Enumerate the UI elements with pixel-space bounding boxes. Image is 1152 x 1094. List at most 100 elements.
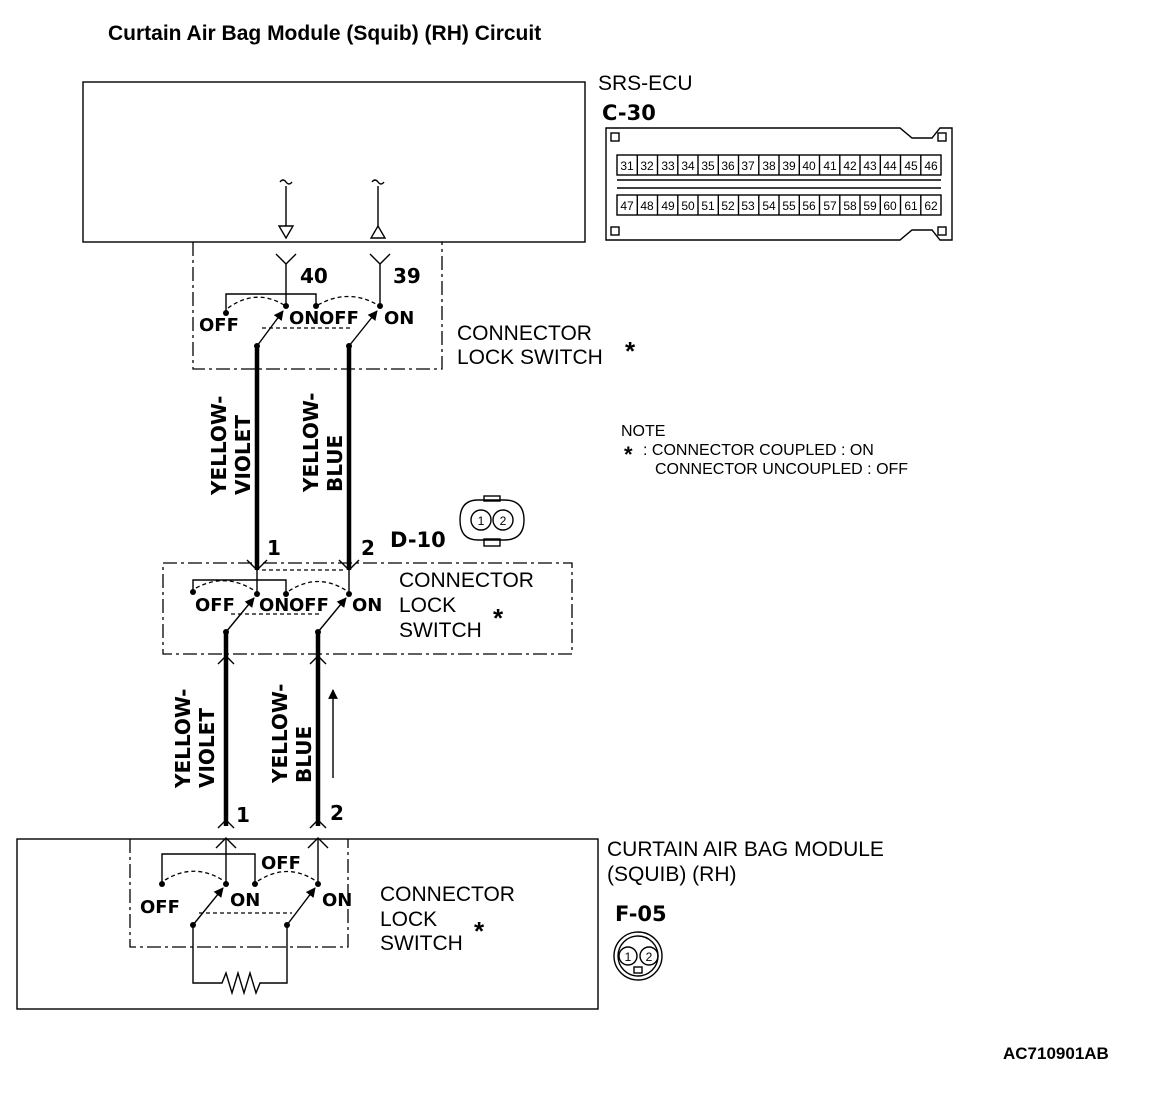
ecu-switch-on-left: ON <box>289 308 319 329</box>
d10-lock-switch-asterisk: * <box>493 603 504 633</box>
c30-connector-face: 31 32 33 34 35 36 37 38 39 40 41 42 43 4… <box>605 127 953 241</box>
srs-ecu-box <box>82 81 586 243</box>
ecu-internal-terminals <box>277 179 387 240</box>
d10-switch-on-right: ON <box>352 595 382 616</box>
module-name-line2: (SQUIB) (RH) <box>607 863 737 886</box>
ecu-lock-switch: 40 39 OFF ON OFF ON <box>192 242 443 370</box>
c30-pin: 42 <box>843 159 857 173</box>
figure-code: AC710901AB <box>1003 1044 1109 1063</box>
c30-pin: 36 <box>721 159 735 173</box>
svg-text:BLUE: BLUE <box>323 435 347 492</box>
f05-terminal-2: 2 <box>330 801 344 825</box>
c30-pin: 59 <box>863 199 877 213</box>
d10-switch-on-left: ON <box>259 595 289 616</box>
diagram-title: Curtain Air Bag Module (Squib) (RH) Circ… <box>108 22 541 45</box>
c30-pin: 48 <box>640 199 654 213</box>
c30-pin: 31 <box>620 159 634 173</box>
c30-pin: 35 <box>701 159 715 173</box>
d10-switch-off-left: OFF <box>195 595 235 616</box>
c30-pin: 53 <box>741 199 755 213</box>
module-lock-switch-asterisk: * <box>474 916 485 946</box>
svg-text:YELLOW-: YELLOW- <box>299 393 323 493</box>
ecu-lock-switch-asterisk: * <box>625 336 636 366</box>
ecu-switch-on-right: ON <box>384 308 414 329</box>
d10-lock-switch-line2: LOCK <box>399 594 456 617</box>
d10-receptacle-marks <box>217 655 327 829</box>
c30-pin: 46 <box>924 159 938 173</box>
module-switch-on-right: ON <box>322 890 352 911</box>
ecu-switch-off-right: OFF <box>319 308 359 329</box>
wire-label-yellow-blue-lower: YELLOW- BLUE <box>268 684 316 784</box>
f05-face-pin-1: 1 <box>625 950 632 964</box>
d10-pin-1: 1 <box>267 536 281 560</box>
c30-pin: 51 <box>701 199 715 213</box>
module-switch-off-right: OFF <box>261 853 301 874</box>
module-lock-switch-line3: SWITCH <box>380 932 463 955</box>
svg-text:YELLOW-: YELLOW- <box>171 689 195 789</box>
c30-pin: 33 <box>661 159 675 173</box>
d10-lock-switch-line1: CONNECTOR <box>399 569 534 592</box>
module-switch-off-left: OFF <box>140 897 180 918</box>
svg-text:BLUE: BLUE <box>292 726 316 783</box>
c30-pin: 57 <box>823 199 837 213</box>
module-name-line1: CURTAIN AIR BAG MODULE <box>607 838 884 861</box>
d10-face-pin-2: 2 <box>500 514 507 528</box>
wire-label-yellow-violet-lower: YELLOW- VIOLET <box>171 689 219 789</box>
c30-pin: 56 <box>802 199 816 213</box>
module-switch-on-left: ON <box>230 890 260 911</box>
c30-pin: 61 <box>904 199 918 213</box>
squib-resistor <box>192 925 288 996</box>
svg-text:VIOLET: VIOLET <box>231 415 255 495</box>
c30-pin: 60 <box>883 199 897 213</box>
svg-text:VIOLET: VIOLET <box>195 708 219 788</box>
note-asterisk: * <box>624 442 633 467</box>
d10-connector-label: D-10 <box>390 528 446 552</box>
wire-label-yellow-blue-upper: YELLOW- BLUE <box>299 393 347 493</box>
c30-pin: 55 <box>782 199 796 213</box>
c30-pin: 54 <box>762 199 776 213</box>
f05-connector-face: 1 2 <box>613 931 663 981</box>
c30-pin: 52 <box>721 199 735 213</box>
d10-switch-off-right: OFF <box>289 595 329 616</box>
note-line1: : CONNECTOR COUPLED : ON <box>643 442 874 459</box>
c30-pin: 32 <box>640 159 654 173</box>
d10-pin-2: 2 <box>361 536 375 560</box>
svg-text:YELLOW-: YELLOW- <box>268 684 292 784</box>
c30-pin: 47 <box>620 199 634 213</box>
c30-connector-label: C-30 <box>602 101 656 125</box>
wire-label-yellow-violet-upper: YELLOW- VIOLET <box>207 396 255 496</box>
ecu-switch-off-left: OFF <box>199 315 239 336</box>
c30-pin: 50 <box>681 199 695 213</box>
ecu-terminal-39: 39 <box>393 264 421 288</box>
curtain-airbag-module-box <box>16 838 599 1010</box>
module-lock-switch: OFF ON OFF ON <box>129 837 352 996</box>
note-heading: NOTE <box>621 423 665 440</box>
srs-ecu-label: SRS-ECU <box>598 72 693 95</box>
ecu-lock-switch-line2: LOCK SWITCH <box>457 346 603 369</box>
c30-pin: 34 <box>681 159 695 173</box>
d10-face-pin-1: 1 <box>478 514 485 528</box>
c30-pin: 62 <box>924 199 938 213</box>
svg-text:YELLOW-: YELLOW- <box>207 396 231 496</box>
c30-pin: 39 <box>782 159 796 173</box>
f05-face-pin-2: 2 <box>646 950 653 964</box>
module-lock-switch-line1: CONNECTOR <box>380 883 515 906</box>
ecu-terminal-40: 40 <box>300 264 328 288</box>
c30-pin: 43 <box>863 159 877 173</box>
c30-pin: 44 <box>883 159 897 173</box>
c30-pin: 41 <box>823 159 837 173</box>
d10-lock-switch-line3: SWITCH <box>399 619 482 642</box>
c30-pin: 37 <box>741 159 755 173</box>
c30-pin: 58 <box>843 199 857 213</box>
note-line2: CONNECTOR UNCOUPLED : OFF <box>655 461 908 478</box>
f05-connector-label: F-05 <box>615 902 667 926</box>
c30-pin: 38 <box>762 159 776 173</box>
d10-connector-face: 1 2 <box>459 495 525 547</box>
ecu-lock-switch-line1: CONNECTOR <box>457 322 592 345</box>
c30-pin: 49 <box>661 199 675 213</box>
f05-terminal-1: 1 <box>236 803 250 827</box>
c30-pin: 40 <box>802 159 816 173</box>
c30-pin: 45 <box>904 159 918 173</box>
module-lock-switch-line2: LOCK <box>380 908 437 931</box>
